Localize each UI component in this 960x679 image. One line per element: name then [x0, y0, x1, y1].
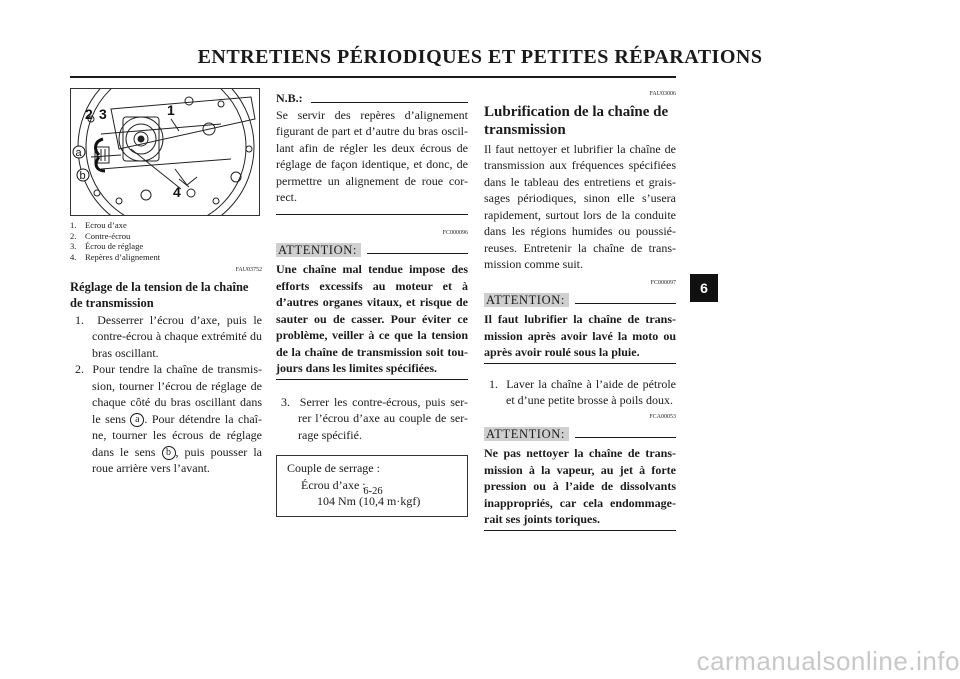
step-1: 1. Desserrer l’écrou d’axe, puis le cont… — [75, 312, 263, 360]
figure-captions: 1.Ecrou d’axe 2.Contre-écrou 3.Écrou de … — [70, 220, 260, 262]
note-heading: N.B.: — [276, 90, 468, 107]
attention-heading: ATTENTION: — [484, 293, 676, 307]
chapter-tab[interactable]: 6 — [690, 274, 718, 302]
direction-a-badge: a — [130, 412, 145, 427]
callout-3: 3 — [99, 106, 107, 122]
attention-end-rule — [276, 378, 468, 380]
callout-4: 4 — [173, 184, 181, 200]
section-heading: Lubrification de la chaîne de transmissi… — [484, 103, 669, 138]
chain-adjuster-drawing: 1 2 3 4 a b — [72, 58, 256, 236]
torque-spec-box: Couple de serrage : Écrou d’axe : 104 Nm… — [276, 455, 468, 517]
torque-item: Écrou d’axe : — [301, 477, 366, 492]
column-3: FAU03006 Lubrification de la chaîne de t… — [484, 86, 676, 531]
intro-text: Il faut nettoyer et lubrifier la chaîne … — [484, 141, 676, 272]
caption-item: 3.Écrou de réglage — [70, 241, 144, 252]
attention-text: Une chaîne mal tendue impose des efforts… — [276, 262, 468, 375]
callout-2: 2 — [85, 106, 93, 122]
caption-item: 4.Repères d’alignement — [70, 251, 161, 262]
attention-heading: ATTENTION: — [484, 427, 676, 441]
direction-b-badge: b — [161, 445, 176, 460]
step-2: 2. Pour tendre la chaîne de transmis-sio… — [75, 362, 263, 475]
section-heading: Réglage de la tension de la chaîne de tr… — [70, 279, 249, 311]
torque-title: Couple de serrage : — [287, 461, 380, 475]
caption-item: 2.Contre-écrou — [70, 230, 131, 241]
column-2: N.B.: Se servir des repères d’alignement… — [276, 90, 468, 517]
attention-text: Ne pas nettoyer la chaîne de trans-missi… — [484, 446, 676, 526]
section-code: FAU03752 — [235, 267, 262, 273]
note-end-rule — [276, 213, 468, 215]
page-title: ENTRETIENS PÉRIODIQUES ET PETITES RÉPARA… — [197, 46, 763, 68]
page-number: 6-26 — [363, 486, 383, 497]
attention-heading: ATTENTION: — [276, 243, 468, 257]
callout-1: 1 — [167, 102, 175, 118]
callout-a: a — [76, 147, 83, 159]
note-text: Se servir des repères d’alignement figur… — [276, 107, 468, 205]
attention-end-rule — [484, 529, 676, 531]
attention-code: FCA00053 — [649, 413, 676, 420]
attention-code: FC000097 — [650, 279, 676, 286]
chain-adjuster-figure: 1 2 3 4 a b — [70, 58, 260, 236]
attention-end-rule — [484, 362, 676, 364]
step-1: 1. Laver la chaîne à l’aide de pétrole e… — [489, 376, 676, 408]
caption-item: 1.Ecrou d’axe — [70, 220, 127, 230]
column-1: FAU03752 Réglage de la tension de la cha… — [70, 262, 262, 477]
title-rule — [70, 76, 676, 78]
torque-value: 104 Nm (10,4 m·kgf) — [317, 494, 421, 508]
attention-code: FC000096 — [442, 229, 468, 236]
attention-text: Il faut lubrifier la chaîne de trans-mis… — [484, 312, 676, 359]
watermark: carmanualsonline.info — [696, 646, 960, 676]
step-3: 3. Serrer les contre-écrous, puis ser-re… — [281, 394, 468, 442]
callout-b: b — [80, 170, 86, 182]
section-code: FAU03006 — [649, 91, 676, 97]
